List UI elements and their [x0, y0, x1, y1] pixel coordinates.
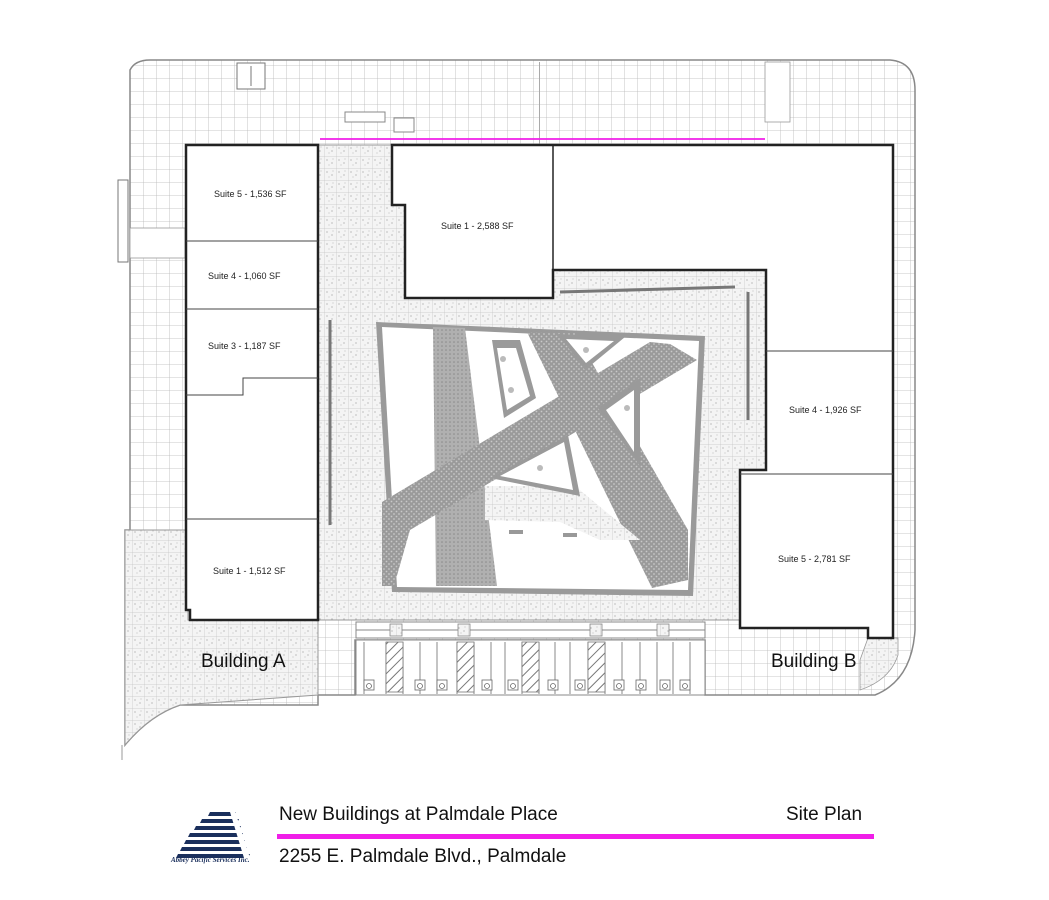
project-address: 2255 E. Palmdale Blvd., Palmdale — [279, 846, 567, 867]
title-divider — [277, 834, 874, 839]
accessible-parking-icons — [363, 679, 691, 691]
building-a-suite-4-label: Suite 4 - 1,060 SF — [208, 271, 281, 281]
building-a: Suite 5 - 1,536 SF Suite 4 - 1,060 SF Su… — [184, 143, 320, 622]
accessible-icon-wheel — [550, 683, 556, 689]
company-name: Abbey Pacific Services Inc. — [171, 856, 250, 864]
site-plan-drawing: Suite 5 - 1,536 SF Suite 4 - 1,060 SF Su… — [117, 59, 916, 760]
accessible-icon — [481, 679, 493, 691]
building-a-suite-5-label: Suite 5 - 1,536 SF — [214, 189, 287, 199]
accessible-icon-wheel — [616, 683, 622, 689]
central-plaza — [376, 322, 705, 596]
hedges — [328, 285, 750, 525]
building-a-suite-1-label: Suite 1 - 1,512 SF — [213, 566, 286, 576]
abbey-pacific-logo — [176, 808, 250, 858]
accessible-icon-wheel — [662, 683, 668, 689]
accessible-icon-wheel — [439, 683, 445, 689]
accessible-icon-wheel — [577, 683, 583, 689]
building-a-suite-3-label: Suite 3 - 1,187 SF — [208, 341, 281, 351]
hatched-access-aisles — [385, 641, 606, 693]
accessible-icon-wheel — [510, 683, 516, 689]
accessible-icon-wheel — [484, 683, 490, 689]
accessible-icon — [679, 679, 691, 691]
accessible-icon — [507, 679, 519, 691]
accessible-icon — [436, 679, 448, 691]
logo-peak — [230, 808, 250, 858]
accessible-icon-wheel — [638, 683, 644, 689]
accessible-icon-wheel — [366, 683, 372, 689]
accessible-icon — [363, 679, 375, 691]
building-b-suite-4-label: Suite 4 - 1,926 SF — [789, 405, 862, 415]
building-a-label: Building A — [201, 651, 286, 672]
accessible-icon-wheel — [417, 683, 423, 689]
sheet-title: Site Plan — [786, 804, 863, 825]
accessible-icon — [635, 679, 647, 691]
accessible-icon-wheel — [682, 683, 688, 689]
accessible-icon — [659, 679, 671, 691]
title-block: Abbey Pacific Services Inc. New Building… — [0, 790, 1049, 900]
logo-stripes — [176, 812, 250, 858]
accessible-icon — [574, 679, 586, 691]
accessible-icon — [547, 679, 559, 691]
accessible-icon — [414, 679, 426, 691]
project-title: New Buildings at Palmdale Place — [279, 804, 558, 825]
building-b-label: Building B — [771, 651, 857, 672]
building-b: Suite 1 - 2,588 SF Suite 4 - 1,926 SF Su… — [390, 143, 895, 640]
building-b-suite-1-label: Suite 1 - 2,588 SF — [441, 221, 514, 231]
building-b-suite-5-label: Suite 5 - 2,781 SF — [778, 554, 851, 564]
parking-lot — [355, 621, 706, 696]
accessible-icon — [613, 679, 625, 691]
